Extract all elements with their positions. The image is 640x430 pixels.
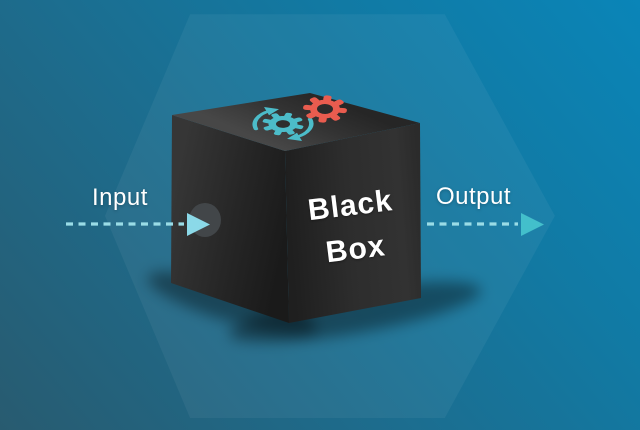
cube-front-face — [285, 123, 421, 323]
output-label: Output — [436, 183, 512, 210]
output-arrowhead-icon — [521, 213, 544, 236]
input-arrow — [66, 213, 210, 236]
gear-icon — [303, 95, 347, 123]
gear-sync-icon — [252, 106, 314, 142]
input-label: Input — [92, 184, 148, 211]
input-arrowhead-icon — [187, 213, 210, 236]
black-box-title: Black Box — [288, 177, 418, 279]
output-arrow — [427, 213, 544, 236]
cube-left-face — [171, 115, 289, 323]
